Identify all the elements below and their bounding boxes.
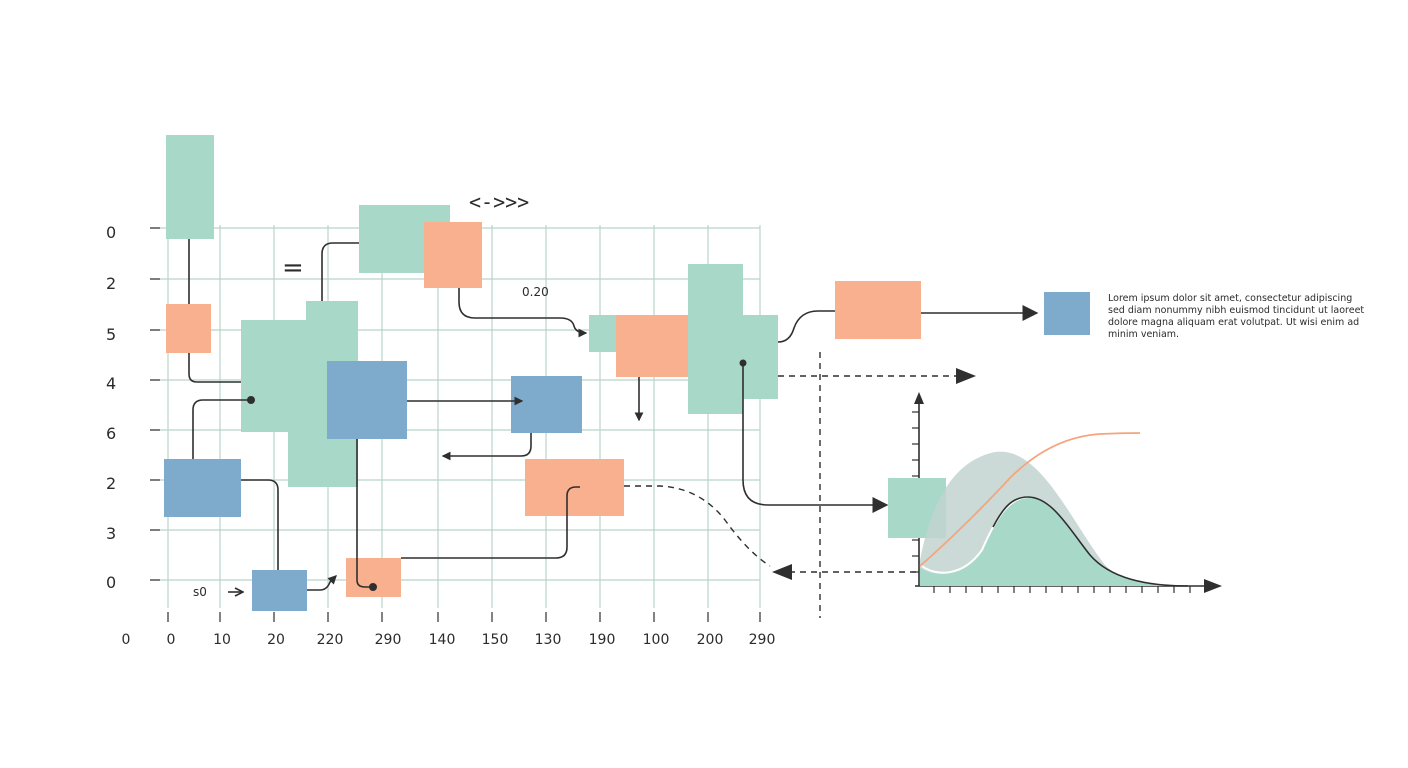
bell-curve-small-outline bbox=[992, 496, 1189, 587]
caption-line: Lorem ipsum dolor sit amet, consectetur … bbox=[1108, 293, 1352, 304]
mint-block-tall-top bbox=[166, 135, 214, 239]
connector-arrow bbox=[307, 575, 337, 591]
connectors bbox=[188, 239, 1039, 618]
y-tick-label: 3 bbox=[106, 524, 116, 543]
connector-line bbox=[356, 439, 373, 588]
x-tick-label: 100 bbox=[643, 632, 670, 648]
blocks bbox=[164, 135, 1090, 611]
bell-curve-small bbox=[920, 497, 1188, 586]
x-tick-label: 150 bbox=[482, 632, 509, 648]
connector-line bbox=[401, 486, 580, 559]
blue-block-mid-right bbox=[511, 376, 582, 433]
x-axis-labels: 0 0 10 20 220 290 140 150 130 190 100 20… bbox=[122, 632, 776, 648]
connector-arrow bbox=[742, 363, 889, 513]
y-tick-label: 4 bbox=[106, 374, 116, 393]
y-axis-labels: 0 2 5 4 6 2 3 0 bbox=[106, 223, 116, 592]
y-tick-label: 2 bbox=[106, 274, 116, 293]
bell-chart-y-axis-arrow bbox=[914, 392, 924, 404]
cumulative-curve bbox=[919, 432, 1141, 567]
salmon-block-far-right bbox=[835, 281, 921, 339]
blue-block-center bbox=[327, 361, 407, 439]
salmon-block-right bbox=[616, 315, 690, 377]
caption: Lorem ipsum dolor sit amet, consectetur … bbox=[1108, 293, 1364, 340]
y-tick-marks bbox=[150, 227, 160, 581]
x-tick-label: 0 bbox=[122, 632, 131, 648]
connector-line bbox=[321, 242, 359, 301]
bell-chart-x-axis-arrow bbox=[1204, 579, 1222, 593]
blue-block-left bbox=[164, 459, 241, 517]
caption-line: minim veniam. bbox=[1108, 329, 1179, 340]
x-tick-label: 130 bbox=[535, 632, 562, 648]
connector-line bbox=[192, 399, 251, 459]
x-tick-label: 10 bbox=[213, 632, 231, 648]
x-tick-label: 190 bbox=[589, 632, 616, 648]
x-tick-marks bbox=[167, 612, 761, 622]
arrow-right-icon bbox=[956, 368, 976, 384]
connector-arrow bbox=[441, 433, 532, 461]
bell-curve-small-edge bbox=[921, 496, 1029, 574]
y-tick-label: 0 bbox=[106, 223, 116, 242]
dashed-curve bbox=[624, 485, 771, 567]
equals-symbol: = bbox=[282, 253, 304, 283]
y-tick-label: 0 bbox=[106, 573, 116, 592]
blue-block-far-right bbox=[1044, 292, 1090, 335]
salmon-block-top-center bbox=[424, 222, 482, 288]
arrow-left-icon bbox=[772, 564, 792, 580]
connector-dot bbox=[369, 583, 377, 591]
caption-line: dolore magna aliquam erat volutpat. Ut w… bbox=[1108, 317, 1359, 328]
salmon-block-left bbox=[166, 304, 211, 353]
salmon-block-bottom bbox=[346, 558, 401, 597]
x-tick-label: 20 bbox=[267, 632, 285, 648]
mint-block-right-wide bbox=[740, 315, 778, 399]
annotations: <->>> = 0.20 s0 bbox=[193, 190, 549, 599]
value-label: 0.20 bbox=[522, 285, 549, 299]
input-label: s0 bbox=[193, 585, 207, 599]
x-tick-label: 290 bbox=[749, 632, 776, 648]
connector-arrow bbox=[458, 288, 588, 338]
mint-block-large-base bbox=[241, 320, 307, 432]
connector-line bbox=[241, 479, 279, 570]
x-tick-label: 200 bbox=[697, 632, 724, 648]
bell-chart bbox=[888, 392, 1222, 593]
blue-block-bottom bbox=[252, 570, 307, 611]
mint-block-large-low bbox=[288, 430, 328, 487]
connector-line bbox=[777, 310, 835, 343]
x-tick-label: 140 bbox=[429, 632, 456, 648]
y-tick-label: 6 bbox=[106, 424, 116, 443]
mint-block-small-right bbox=[589, 315, 621, 352]
y-tick-label: 2 bbox=[106, 474, 116, 493]
y-tick-label: 5 bbox=[106, 325, 116, 344]
caption-line: sed diam nonummy nibh euismod tincidunt … bbox=[1108, 305, 1364, 316]
code-symbol: <->>> bbox=[469, 190, 529, 214]
x-tick-label: 220 bbox=[317, 632, 344, 648]
connector-line bbox=[188, 353, 241, 383]
x-tick-label: 0 bbox=[167, 632, 176, 648]
x-tick-label: 290 bbox=[375, 632, 402, 648]
mint-block-right-tall bbox=[688, 264, 743, 414]
bell-chart-x-ticks bbox=[933, 586, 1191, 593]
